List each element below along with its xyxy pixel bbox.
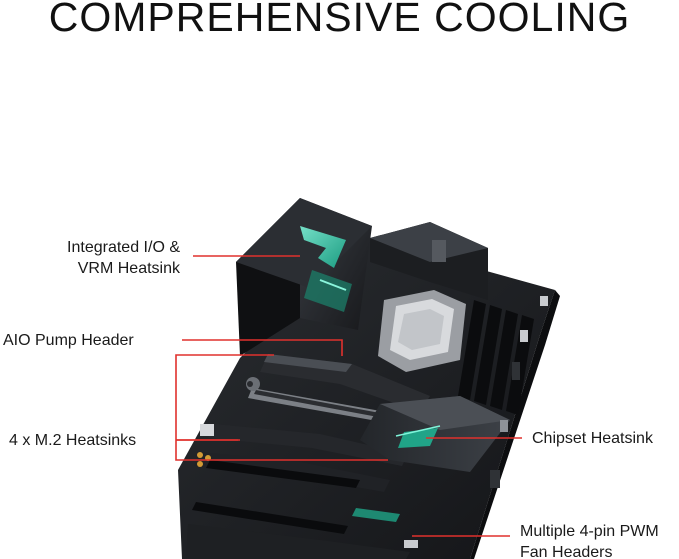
callout-line-aio-pump	[182, 339, 343, 356]
vrm-accent	[432, 240, 446, 262]
callout-line-m2-bracket	[175, 354, 388, 461]
cpu-socket-pins	[398, 309, 444, 350]
m2-heatsink-1	[260, 354, 430, 412]
m2-heatsink-4	[186, 524, 410, 559]
headline: COMPREHENSIVE COOLING	[48, 0, 631, 40]
callout-pwm-line2: Fan Headers	[520, 544, 613, 559]
pcie-slot-2	[206, 460, 360, 488]
callout-pwm-fan-headers: Multiple 4-pin PWM Fan Headers	[520, 521, 659, 559]
pcie-slot-3	[192, 502, 348, 534]
bottom-fan-header	[404, 540, 418, 548]
rear-io-component	[200, 424, 214, 436]
shroud-glow-line	[319, 279, 347, 291]
callout-io-vrm-line2: VRM Heatsink	[77, 260, 180, 277]
callout-aio-pump: AIO Pump Header	[3, 332, 134, 349]
m2-heatsink-2	[208, 424, 408, 466]
rog-logo-graphic	[300, 226, 346, 268]
lower-board-teal-accent	[352, 508, 400, 522]
callout-chipset-heatsink: Chipset Heatsink	[532, 430, 653, 447]
callout-io-vrm-line1: Integrated I/O &	[67, 239, 180, 256]
callout-m2-heatsinks: 4 x M.2 Heatsinks	[9, 432, 137, 449]
right-edge-connectors	[490, 296, 548, 488]
chipset-heatsink-top	[380, 396, 510, 430]
pcb-edge	[470, 290, 560, 559]
strix-lettering-graphic	[304, 270, 352, 312]
callout-io-vrm: Integrated I/O & VRM Heatsink	[20, 237, 180, 279]
callout-pwm-line1: Multiple 4-pin PWM	[520, 523, 659, 540]
m2-heatsink-1-face	[264, 354, 352, 372]
io-shroud-top	[236, 198, 372, 288]
vrm-heatsink-top-face	[370, 222, 488, 262]
board-screw-1-center	[247, 381, 253, 387]
chipset-glow-line	[395, 425, 441, 437]
